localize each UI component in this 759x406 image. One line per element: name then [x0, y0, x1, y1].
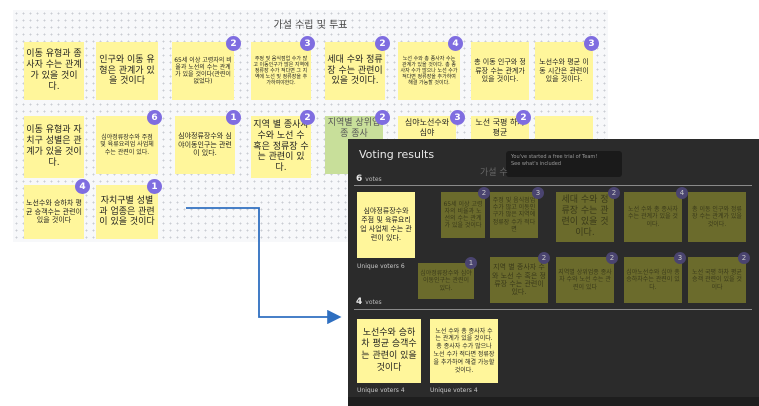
vote-count-badge: 3 [300, 36, 315, 51]
vote-count-badge: 3 [450, 110, 465, 125]
dimmed-sticky-note: 심야정류장수와 심야이동인구는 관련이 있다. [418, 263, 474, 299]
dimmed-sticky-note: 노선 수와 총 종사자 수는 관계가 있을 것이다. [624, 192, 682, 242]
dimmed-sticky-note: 노선 국평 하차 평균 승객 관련이 있을 것이다 [688, 257, 746, 303]
whiteboard-frame[interactable]: 가설 수립 및 투표 이동 유형과 종사자 수는 관계가 있을 것이다. 인구와… [13, 10, 608, 242]
dimmed-sticky-note: 심야노선수와 심야 총승하차수는 관련이 있다. [624, 257, 682, 303]
sticky-note[interactable]: 지역 별 종사자 수와 노선 수 혹은 정류장 수는 관련이 있다. [251, 116, 311, 178]
dimmed-sticky-note: 총 이동 인구와 정류장 수는 관계가 있을 것이다. [688, 192, 746, 242]
dimmed-vote-badge: 2 [606, 252, 618, 264]
board-title: 가설 수립 및 투표 [273, 20, 348, 31]
sticky-note[interactable]: 세대 수와 정류장 수는 관련이 있을 것이다. [325, 42, 385, 100]
sticky-note[interactable]: 이동 유형과 자치구 성별은 관계가 있을 것이다. [24, 116, 84, 178]
sticky-note[interactable]: 노선수와 승하차 평균 승객수는 관련이 있을 것이다 [24, 185, 84, 239]
sticky-note[interactable]: 인구와 이동 유형은 관계가 있을 것이다 [96, 42, 158, 100]
sticky-note[interactable]: 주정 및 음식점업 수가 많고 이동인구가 많은 지역에 정류장 수가 적다면 … [251, 42, 311, 100]
dimmed-sticky-note: 지역별 상위업종 종사자 수와 노선 수는 관련이 있다 [556, 257, 614, 303]
result-sticky-note[interactable]: 노선수와 승하차 평균 승객수는 관련이 있을 것이다 [357, 319, 421, 383]
unique-voters-label: Unique voters 4 [430, 387, 478, 394]
sticky-note[interactable]: 노선수와 평균 이동 시간은 관련이 있을 것이다. [535, 42, 593, 100]
vote-count-badge: 2 [300, 110, 315, 125]
vote-count-badge: 2 [375, 36, 390, 51]
vote-count-badge: 4 [448, 36, 463, 51]
result-sticky-note[interactable]: 노선 수와 총 종사자 수는 관계가 있을 것이다. 총 종사자 수가 많으나 … [430, 319, 498, 383]
background-board-title: 가설 수 [480, 168, 508, 178]
group-separator [354, 309, 752, 310]
sticky-note[interactable]: 심야노선수와 심야 [398, 116, 456, 140]
dimmed-sticky-note: 주정 및 음식점업 수가 많고 이동인구가 많은 지역에 정류장 수가 적다면 [490, 192, 538, 238]
trial-toast[interactable]: You've started a free trial of Team! See… [506, 151, 622, 177]
dimmed-vote-badge: 2 [738, 252, 750, 264]
dimmed-vote-badge: 2 [478, 187, 490, 199]
voting-results-title: Voting results [359, 148, 435, 161]
toast-link[interactable]: See what's included [511, 161, 562, 167]
sticky-note[interactable]: 이동 유형과 종사자 수는 관계가 있을 것이다. [24, 42, 84, 100]
unique-voters-label: Unique voters 6 [357, 263, 405, 270]
dimmed-vote-badge: 3 [674, 252, 686, 264]
dimmed-sticky-note: 65세 이상 고령자의 비율과 노선의 수는 관계가 있을 것이다 [441, 192, 485, 238]
dimmed-vote-badge: 1 [465, 257, 477, 269]
vote-count-badge: 1 [226, 110, 241, 125]
sticky-note[interactable]: 노선 수와 총 종사자 수는 관계가 있을 것이다. 총 종사자 수가 많으나 … [398, 42, 460, 100]
dimmed-vote-badge: 3 [532, 187, 544, 199]
sticky-note[interactable]: 총 이동 인구와 정류장 수는 관계가 있을 것이다. [471, 42, 529, 100]
vote-count-badge: 4 [75, 179, 90, 194]
dimmed-vote-badge: 2 [608, 187, 620, 199]
sticky-note[interactable]: 65세 이상 고령자의 비율과 노선의 수는 관계가 있을 것이다(관련이 없었… [172, 42, 234, 100]
sticky-note[interactable]: 심야정류장수와 심야이동인구는 관련이 있다. [175, 116, 235, 174]
sticky-note[interactable] [535, 116, 593, 140]
dimmed-sticky-note: 세대 수와 정류장 수는 관련이 있을 것이다. [556, 192, 614, 242]
sticky-note[interactable]: 심야정류장수와 주점 및 육류요리업 사업체 수는 관련이 있다. [96, 116, 158, 174]
vote-count-badge: 3 [584, 36, 599, 51]
group-separator [354, 185, 752, 186]
result-sticky-note[interactable]: 심야정류장수와 주점 및 육류요리업 사업체 수는 관련이 있다. [357, 192, 415, 258]
dimmed-sticky-note: 지역 별 종사자 수와 노선 수 혹은 정류장 수는 관련이 있다. [490, 257, 548, 303]
vote-count-badge: 1 [147, 179, 162, 194]
dimmed-vote-badge: 4 [676, 187, 688, 199]
sticky-note[interactable]: 자치구별 성별과 업종은 관련이 있을 것이다 [96, 185, 158, 239]
dimmed-vote-badge: 2 [538, 252, 550, 264]
toast-message: You've started a free trial of Team! [511, 154, 598, 160]
voting-results-panel[interactable]: Voting results You've started a free tri… [348, 139, 759, 406]
bottom-toolbar-strip [348, 397, 759, 406]
unique-voters-label: Unique voters 4 [357, 387, 405, 394]
vote-count-badge: 2 [375, 110, 390, 125]
vote-count-badge: 6 [147, 110, 162, 125]
vote-count-badge: 2 [226, 36, 241, 51]
vote-count-badge: 2 [516, 110, 531, 125]
